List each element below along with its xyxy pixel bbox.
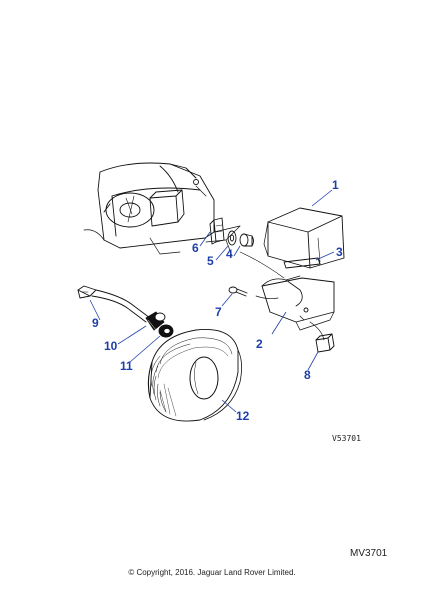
- part-7-screw: [228, 286, 248, 297]
- callout-9: 9: [92, 316, 99, 330]
- callout-8: 8: [304, 368, 311, 382]
- callout-10: 10: [104, 339, 118, 353]
- drawing-number: MV3701: [350, 548, 388, 559]
- copyright-notice: © Copyright, 2016. Jaguar Land Rover Lim…: [128, 568, 296, 577]
- part-2-bracket: [239, 251, 335, 331]
- part-10-spacer: [145, 311, 166, 331]
- part-8-cable-clip: [309, 321, 335, 353]
- part-11-nut: [158, 324, 174, 338]
- part-4-nut: [239, 233, 254, 247]
- callout-6: 6: [192, 241, 199, 255]
- callout-4: 4: [226, 247, 233, 261]
- callout-3: 3: [336, 245, 343, 259]
- part-6-clip: [209, 217, 225, 245]
- illustration-reference-code: V53701: [332, 434, 361, 443]
- callout-12: 12: [236, 409, 250, 423]
- part-9-bracket-rod: [77, 285, 151, 323]
- leader-lines: [89, 189, 335, 413]
- callout-2: 2: [256, 337, 263, 351]
- callout-7: 7: [215, 305, 222, 319]
- callout-1: 1: [332, 178, 339, 192]
- callout-11: 11: [120, 359, 133, 373]
- part-5-washer: [227, 230, 237, 246]
- vehicle-boot-sketch: [83, 162, 241, 257]
- callout-5: 5: [207, 254, 214, 268]
- part-1-battery-cover: [263, 207, 345, 269]
- part-12-wheel-cover: [147, 328, 242, 422]
